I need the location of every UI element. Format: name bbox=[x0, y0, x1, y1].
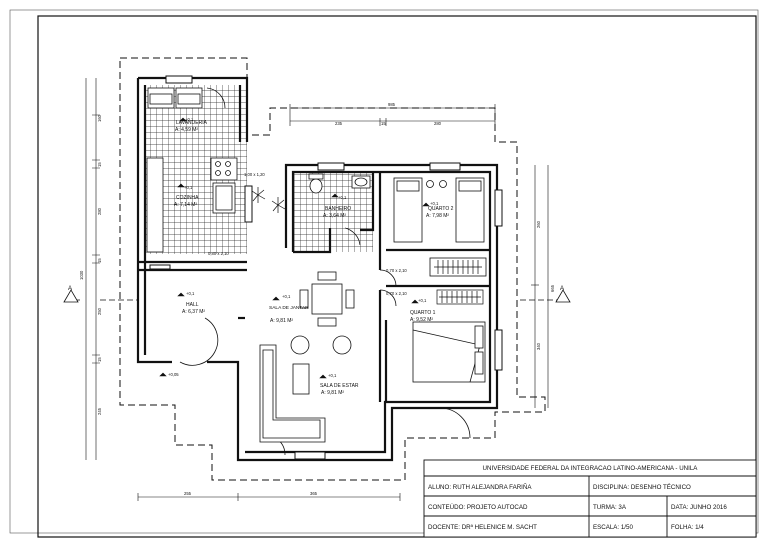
room-area-quarto1: A: 9,52 M² bbox=[410, 317, 433, 323]
title-class: TURMA: 3A bbox=[593, 504, 627, 511]
room-level-jantar: +0,1 bbox=[282, 294, 291, 299]
sheet-border-outer bbox=[9, 9, 759, 534]
dim-top-total: 985 bbox=[388, 102, 396, 107]
dim-left-part-6: 15 bbox=[97, 357, 102, 362]
room-level-quarto2: +0,1 bbox=[430, 201, 439, 206]
room-area-hall: A: 6,37 M² bbox=[182, 309, 205, 315]
dim-left-part-2: 15 bbox=[97, 162, 102, 167]
room-name-cozinha: COZINHA bbox=[176, 195, 199, 201]
room-level-quarto1: +0,1 bbox=[418, 298, 427, 303]
room-level-estar: +0,1 bbox=[328, 373, 337, 378]
title-student: ALUNO: RUTH ALEJANDRA FARIÑA bbox=[428, 484, 532, 491]
room-area-cozinha: A: 7,14 M² bbox=[174, 202, 197, 208]
title-date: DATA: JUNHO 2016 bbox=[671, 504, 727, 511]
title-content: CONTEÚDO: PROJETO AUTOCAD bbox=[428, 504, 528, 511]
room-level-banheiro: +0,1 bbox=[338, 195, 347, 200]
dim-left-part-4: 15 bbox=[97, 258, 102, 263]
dim-top-part-2: 15 bbox=[381, 121, 386, 126]
laundry-fixtures bbox=[147, 87, 203, 109]
title-sheet: FOLHA: 1/4 bbox=[671, 524, 704, 531]
room-name-lavanderia: LAVANDERIA bbox=[176, 120, 208, 126]
section-mark-right: A bbox=[560, 286, 564, 292]
windows bbox=[149, 75, 503, 460]
title-teacher: DOCENTE: DRª HELENICE M. SACHT bbox=[428, 524, 537, 531]
dining-set bbox=[299, 271, 355, 327]
opening-window-hall: 0,80 x 2,10 bbox=[208, 251, 229, 256]
dim-left-part-3: 280 bbox=[97, 207, 102, 215]
title-institution: UNIVERSIDADE FEDERAL DA INTEGRACAO LATIN… bbox=[483, 465, 699, 472]
plants bbox=[251, 187, 286, 213]
dim-right-part-1: 260 bbox=[536, 220, 541, 228]
dim-bottom-part-1: 255 bbox=[184, 491, 192, 496]
opening-window-kitchen: 1,00 x 1,20 bbox=[244, 172, 265, 177]
section-mark-left: A bbox=[68, 286, 72, 292]
dim-right-total: 665 bbox=[550, 284, 555, 292]
title-block-frame bbox=[423, 459, 757, 538]
kitchen-fixtures bbox=[146, 157, 238, 253]
living-furniture bbox=[259, 335, 352, 443]
room-area-lavanderia: A: 4,59 M² bbox=[175, 127, 198, 133]
room-name-banheiro: BANHEIRO bbox=[325, 206, 351, 212]
dim-left-total: 1030 bbox=[79, 270, 84, 280]
entrance-level: +0,05 bbox=[168, 372, 179, 377]
room-name-quarto2: QUARTO 2 bbox=[428, 206, 454, 212]
room-name-estar: SALA DE ESTAR bbox=[320, 383, 359, 389]
room-level-cozinha: +0,1 bbox=[184, 185, 193, 190]
room-area-jantar: A: 9,81 M² bbox=[270, 318, 293, 324]
bedroom1-bed bbox=[412, 321, 486, 383]
room-level-hall: +0,1 bbox=[186, 291, 195, 296]
dim-left-part-7: 245 bbox=[97, 407, 102, 415]
sheet-border-inner bbox=[37, 15, 757, 538]
bedroom2-furniture bbox=[393, 177, 487, 277]
section-cut-marks bbox=[63, 289, 571, 303]
room-name-quarto1: QUARTO 1 bbox=[410, 310, 436, 316]
room-area-estar: A: 9,81 M² bbox=[321, 390, 344, 396]
dim-top-part-1: 235 bbox=[335, 121, 343, 126]
opening-door-q1: 0,70 x 2,10 bbox=[386, 291, 407, 296]
title-discipline: DISCIPLINA: DESENHO TÉCNICO bbox=[593, 484, 691, 491]
dim-bottom-part-2: 365 bbox=[310, 491, 318, 496]
level-markers bbox=[159, 117, 430, 379]
dimension-lines bbox=[85, 78, 549, 501]
bathroom-fixtures bbox=[308, 173, 371, 194]
room-area-quarto2: A: 7,98 M² bbox=[426, 213, 449, 219]
room-level-lavanderia: +0,1 bbox=[185, 117, 194, 122]
wardrobe-hangers bbox=[434, 260, 484, 305]
dim-right-part-2: 340 bbox=[536, 342, 541, 350]
dim-top-part-3: 280 bbox=[434, 121, 442, 126]
room-name-hall: HALL bbox=[186, 302, 199, 308]
dim-left-part-1: 160 bbox=[97, 114, 102, 122]
room-area-banheiro: A: 3,64 M² bbox=[323, 213, 346, 219]
opening-door-q2: 0,70 x 2,10 bbox=[386, 268, 407, 273]
room-name-jantar: SALA DE JANTAR bbox=[269, 305, 309, 311]
title-scale: ESCALA: 1/50 bbox=[593, 524, 633, 531]
dim-left-part-5: 250 bbox=[97, 307, 102, 315]
roof-outline bbox=[119, 57, 546, 481]
